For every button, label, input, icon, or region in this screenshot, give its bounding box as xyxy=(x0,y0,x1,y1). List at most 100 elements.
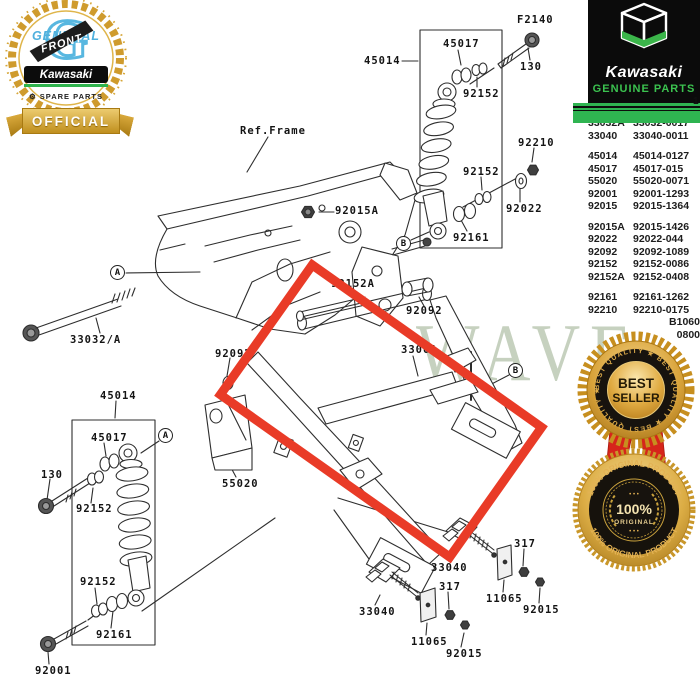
part-label-92015: 92015 xyxy=(446,648,483,660)
kawasaki-genuine-parts-logo: Kawasaki GENUINE PARTS xyxy=(588,0,700,103)
parts-list-row: 45017 45017-015 xyxy=(588,163,700,176)
part-label-45017: 45017 xyxy=(443,38,480,50)
circle-marker-b: B xyxy=(396,236,411,251)
part-code: 55020 xyxy=(588,175,618,187)
circle-marker-a: A xyxy=(158,428,173,443)
spare-parts-label: ⚙ SPARE PARTS xyxy=(28,92,104,101)
part-code: 92152A xyxy=(588,270,625,283)
swingarm-art xyxy=(246,277,523,594)
parts-box-icon xyxy=(620,2,668,49)
part-code: 92092 xyxy=(588,245,618,258)
part-code: 92161 xyxy=(588,291,618,303)
part-number: 45014-0127 xyxy=(633,150,690,162)
original-product-badge: 100% ORIGINAL PRODUCT 100% ORIGINAL PROD… xyxy=(572,448,696,572)
svg-text:BEST: BEST xyxy=(618,376,655,391)
part-label-11065: 11065 xyxy=(411,636,448,648)
parts-list-row: 0800 xyxy=(588,329,700,342)
part-label-f2140: F2140 xyxy=(517,14,554,26)
genuine-parts-label: GENUINE PARTS xyxy=(592,83,696,95)
shock-bottom-art xyxy=(37,419,156,653)
part-label-130: 130 xyxy=(520,61,542,73)
part-number: 92152-0408 xyxy=(633,270,690,283)
svg-text:100%: 100% xyxy=(616,501,652,517)
part-label-92210: 92210 xyxy=(518,137,555,149)
part-label-45014: 45014 xyxy=(100,390,137,402)
general-front-logo: G GENERAL FRONT xyxy=(29,8,99,73)
frame-art xyxy=(154,161,432,335)
part-label-45017: 45017 xyxy=(91,432,128,444)
part-code: 45017 xyxy=(588,162,618,175)
part-number: 45017-015 xyxy=(633,162,684,175)
part-code: 92022 xyxy=(588,233,618,245)
green-underline xyxy=(24,84,108,87)
part-number: 92015-1364 xyxy=(633,200,690,212)
official-seller-badge: G GENERAL FRONT Kawasaki ⚙ SPARE PARTS O… xyxy=(0,0,140,146)
parts-list-row: 92152 92152-0086 xyxy=(588,258,700,271)
part-label-55020: 55020 xyxy=(222,478,259,490)
circle-marker-b: B xyxy=(508,363,523,378)
part-label-92161: 92161 xyxy=(453,232,490,244)
part-label-33040: 33040 xyxy=(431,562,468,574)
part-number: 92022-044 xyxy=(633,233,684,245)
part-label-92092: 92092 xyxy=(406,305,443,317)
part-number: 33040-0011 xyxy=(633,129,689,142)
svg-text:• • •: • • • xyxy=(629,529,639,535)
part-number: 55020-0071 xyxy=(633,175,690,187)
pivot-bolt-art xyxy=(22,287,136,342)
adjuster-right-art xyxy=(442,517,497,558)
part-number: 92015-1426 xyxy=(633,220,690,233)
part-label-92152: 92152 xyxy=(463,88,500,100)
parts-list-row: B1060 xyxy=(588,316,700,329)
chain-guard-art xyxy=(204,375,253,471)
part-label-92152: 92152 xyxy=(80,576,117,588)
svg-text:ORIGINAL: ORIGINAL xyxy=(614,519,654,526)
part-label-11065: 11065 xyxy=(486,593,523,605)
part-label-92152: 92152 xyxy=(463,166,500,178)
part-label-317: 317 xyxy=(514,538,536,550)
parts-list-row: 92015A 92015-1426 xyxy=(588,221,700,234)
part-number: 92210-0175 xyxy=(633,303,690,316)
svg-text:• • •: • • • xyxy=(629,492,639,498)
parts-list-row: 55020 55020-0071 xyxy=(588,175,700,188)
part-label-92001: 92001 xyxy=(35,665,72,677)
parts-list-row: 92022 92022-044 xyxy=(588,233,700,246)
official-ribbon: OFFICIAL xyxy=(22,108,120,134)
part-number: 92161-1262 xyxy=(633,291,690,303)
part-number: 92092-1089 xyxy=(633,245,690,258)
part-label-130: 130 xyxy=(41,469,63,481)
part-number: 0800 xyxy=(676,328,700,341)
adjuster-left-art xyxy=(365,558,421,601)
part-code: 92152 xyxy=(588,258,618,270)
plates-art xyxy=(419,544,513,623)
parts-list-row: 92092 92092-1089 xyxy=(588,246,700,259)
parts-list-row: 92161 92161-1262 xyxy=(588,291,700,304)
part-code: 92015A xyxy=(588,220,625,233)
part-label-92152: 92152 xyxy=(76,503,113,515)
part-label-92015a: 92015A xyxy=(335,205,379,217)
part-label-92015: 92015 xyxy=(523,604,560,616)
part-number: B1060 xyxy=(669,316,700,328)
part-label-45014: 45014 xyxy=(364,55,401,67)
part-code: 92001 xyxy=(588,187,618,200)
part-label-33040: 33040 xyxy=(359,606,396,618)
part-number: 92152-0086 xyxy=(633,258,690,270)
best-seller-badge: BEST QUALITY ★ BEST QUALITY ★ BEST QUALI… xyxy=(577,331,695,473)
green-accent-bar xyxy=(573,103,700,123)
part-label-92152a: 92152A xyxy=(331,278,375,290)
svg-text:SELLER: SELLER xyxy=(612,391,660,405)
part-label-33032-a: 33032/A xyxy=(70,334,122,346)
kawasaki-wordmark: Kawasaki xyxy=(605,64,683,81)
part-label-317: 317 xyxy=(439,581,461,593)
nuts-art xyxy=(300,205,546,630)
shock-top-art xyxy=(413,29,540,249)
